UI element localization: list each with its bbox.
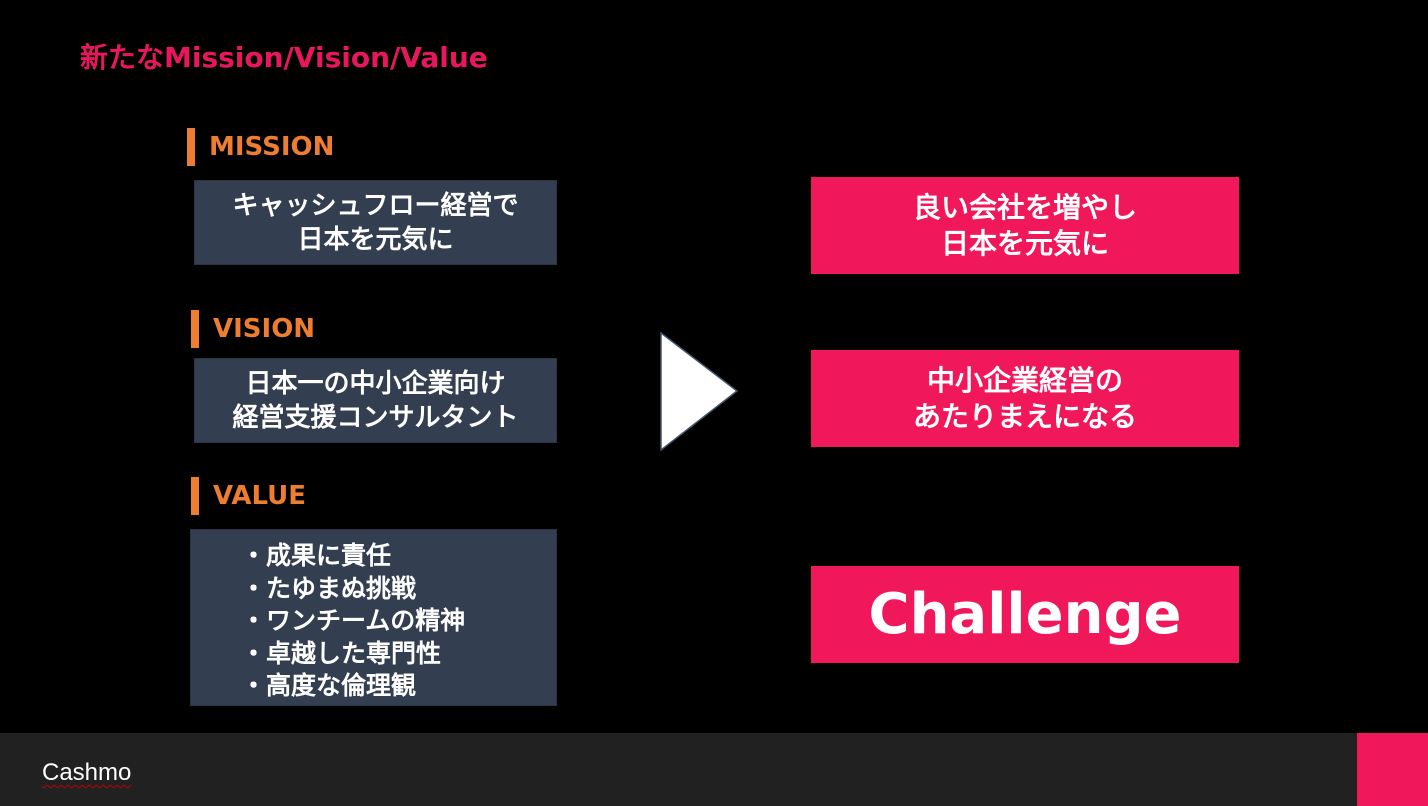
new-mission-line-2: 日本を元気に xyxy=(940,226,1109,260)
value-item: ・成果に責任 xyxy=(241,541,392,570)
new-mission-box: 良い会社を増やし 日本を元気に xyxy=(811,177,1239,274)
footer-brand: Cashmo xyxy=(42,759,132,786)
mission-heading: MISSION xyxy=(187,128,334,166)
mission-heading-bar xyxy=(187,128,195,166)
vision-line-2: 経営支援コンサルタント xyxy=(232,402,519,433)
value-heading: VALUE xyxy=(191,477,306,515)
value-heading-label: VALUE xyxy=(213,481,306,511)
value-item: ・たゆまぬ挑戦 xyxy=(241,573,417,603)
value-box: ・成果に責任 ・たゆまぬ挑戦 ・ワンチームの精神 ・卓越した専門性 ・高度な倫理… xyxy=(190,529,557,706)
mission-heading-label: MISSION xyxy=(209,132,335,162)
new-mission-line-1: 良い会社を増やし xyxy=(912,190,1137,224)
value-item: ・ワンチームの精神 xyxy=(241,606,466,635)
right-triangle-arrow-icon xyxy=(660,332,739,452)
footer-accent-block xyxy=(1357,733,1428,806)
mission-box: キャッシュフロー経営で 日本を元気に xyxy=(194,180,557,265)
slide-title: 新たなMission/Vision/Value xyxy=(80,41,488,74)
new-value-box: Challenge xyxy=(811,566,1239,663)
mission-line-2: 日本を元気に xyxy=(297,224,454,255)
value-heading-bar xyxy=(191,477,199,515)
new-value-text: Challenge xyxy=(868,582,1182,647)
footer-bar: Cashmo xyxy=(0,733,1428,806)
value-item: ・高度な倫理観 xyxy=(241,671,417,700)
mission-line-1: キャッシュフロー経営で xyxy=(232,190,519,221)
value-item: ・卓越した専門性 xyxy=(241,638,442,668)
new-vision-line-2: あたりまえになる xyxy=(912,399,1137,433)
new-vision-box: 中小企業経営の あたりまえになる xyxy=(811,350,1239,447)
vision-heading-label: VISION xyxy=(213,314,316,344)
new-vision-line-1: 中小企業経営の xyxy=(926,363,1123,397)
vision-heading-bar xyxy=(191,310,199,348)
vision-heading: VISION xyxy=(191,310,315,348)
vision-box: 日本一の中小企業向け 経営支援コンサルタント xyxy=(194,358,557,443)
vision-line-1: 日本一の中小企業向け xyxy=(245,368,506,399)
